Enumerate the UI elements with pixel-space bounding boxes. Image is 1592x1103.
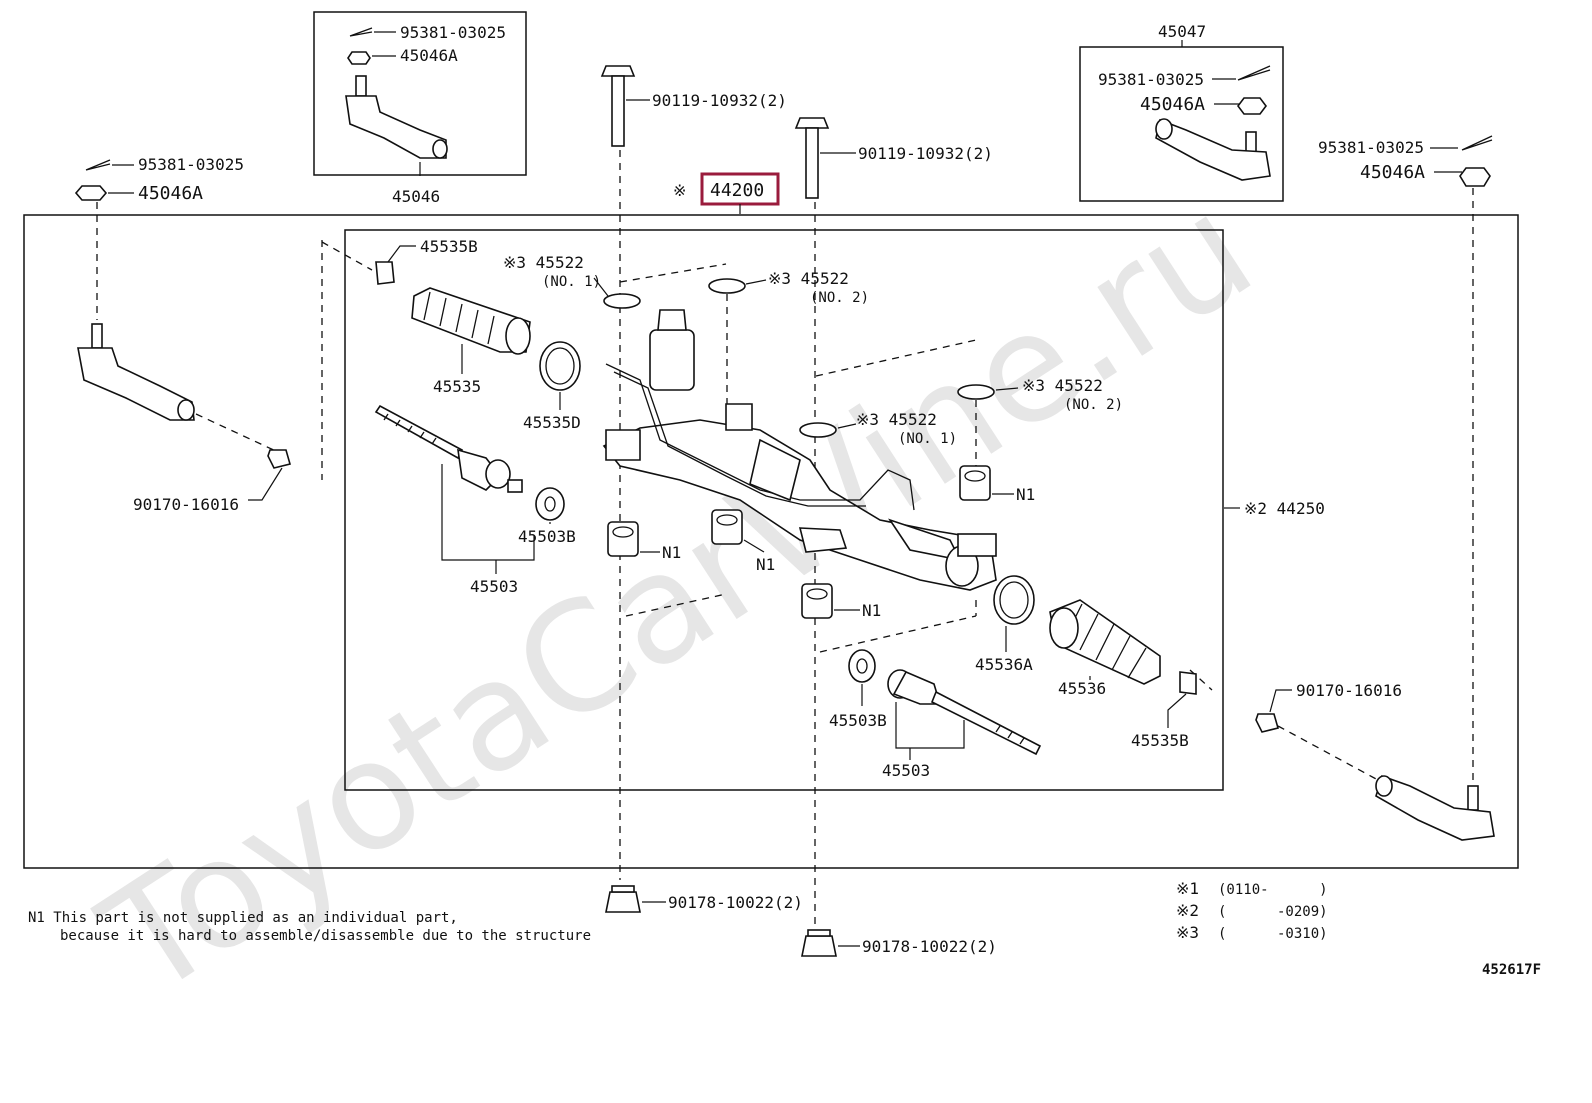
- inner-tie-rod-left-icon: [374, 404, 523, 493]
- label-45535D: 45535D: [523, 413, 581, 432]
- label-45047: 45047: [1158, 22, 1206, 41]
- castle-nut-left-icon: [74, 185, 108, 201]
- bushing-n1-c-icon: [959, 465, 991, 501]
- footnote-line-1: N1 This part is not supplied as an indiv…: [28, 910, 458, 926]
- label-45522-a: ※3 45522: [503, 253, 584, 272]
- label-45046: 45046: [392, 187, 440, 206]
- label-n1-b: N1: [756, 555, 775, 574]
- label-nut-2: 90178-10022(2): [862, 937, 997, 956]
- label-45522-b: ※3 45522: [768, 269, 849, 288]
- bolt-90119-2-icon: [794, 117, 830, 199]
- label-45046A-left: 45046A: [138, 183, 203, 204]
- note-range: ( -0310): [1218, 926, 1328, 942]
- cotter-pin-icon: [349, 27, 373, 37]
- castle-nut-box-right-icon: [1237, 97, 1267, 115]
- note-range: ( -0209): [1218, 904, 1328, 920]
- footnote-line-2: because it is hard to assemble/disassemb…: [60, 928, 591, 944]
- note-range: (0110- ): [1218, 882, 1328, 898]
- label-95381-box-right: 95381-03025: [1098, 70, 1204, 89]
- bolt-90119-1-icon: [600, 65, 636, 147]
- label-45535: 45535: [433, 377, 481, 396]
- diagram-id: 452617F: [1482, 962, 1541, 978]
- label-45503B-right: 45503B: [829, 711, 887, 730]
- cotter-pin-right-icon: [1461, 135, 1493, 151]
- label-45522-d: ※3 45522: [856, 410, 937, 429]
- label-bolt-2: 90119-10932(2): [858, 144, 993, 163]
- label-45522-d-sub: (NO. 1): [898, 431, 957, 447]
- castle-nut-icon: [347, 51, 371, 65]
- nut-90178-2-icon: [801, 929, 837, 957]
- castle-nut-right-icon: [1459, 167, 1491, 187]
- clamp-45535B-right-icon: [1179, 671, 1197, 695]
- label-45522-c-sub: (NO. 2): [1064, 397, 1123, 413]
- tie-rod-end-45047-icon: [1155, 118, 1271, 181]
- label-n1-d: N1: [862, 601, 881, 620]
- highlight-mark: ※: [673, 181, 686, 200]
- highlight-code: 44200: [710, 180, 764, 201]
- bushing-n1-b-icon: [711, 509, 743, 545]
- assembly-frame: [23, 214, 1519, 869]
- steering-rack-housing-icon: [602, 309, 997, 591]
- washer-45522-b-icon: [708, 278, 746, 294]
- label-45536: 45536: [1058, 679, 1106, 698]
- label-90170-right: 90170-16016: [1296, 681, 1402, 700]
- rack-frame: [344, 229, 1224, 791]
- tie-rod-end-left-icon: [77, 323, 195, 421]
- boot-45535-icon: [411, 287, 531, 355]
- boot-45536-icon: [1049, 599, 1161, 685]
- label-95381-left: 95381-03025: [138, 155, 244, 174]
- nut-90170-right-icon: [1255, 713, 1279, 733]
- cotter-pin-box-right-icon: [1237, 65, 1271, 81]
- note-mark: ※2: [1176, 901, 1199, 920]
- washer-45503B-left-icon: [535, 487, 565, 521]
- nut-90170-left-icon: [267, 449, 291, 469]
- cotter-pin-left-icon: [85, 159, 111, 171]
- inner-tie-rod-right-icon: [887, 669, 1042, 756]
- washer-45503B-right-icon: [848, 649, 876, 683]
- washer-45522-d-icon: [799, 422, 837, 438]
- bushing-n1-a-icon: [607, 521, 639, 557]
- label-45522-c: ※3 45522: [1022, 376, 1103, 395]
- label-45503B-left: 45503B: [518, 527, 576, 546]
- label-90170-left: 90170-16016: [133, 495, 239, 514]
- label-45503-left: 45503: [470, 577, 518, 596]
- label-45503-right: 45503: [882, 761, 930, 780]
- label-44250: ※2 44250: [1244, 499, 1325, 518]
- label-bolt-1: 90119-10932(2): [652, 91, 787, 110]
- nut-90178-1-icon: [605, 885, 641, 913]
- label-45536A: 45536A: [975, 655, 1033, 674]
- washer-45522-c-icon: [957, 384, 995, 400]
- applicability-notes: ※1 (0110- ) ※2 ( -0209) ※3 ( -0310): [1176, 879, 1328, 942]
- label-n1-c: N1: [1016, 485, 1035, 504]
- label-95381-box-left: 95381-03025: [400, 23, 506, 42]
- label-45046A-box-left: 45046A: [400, 46, 458, 65]
- label-45046A-right: 45046A: [1360, 162, 1425, 183]
- washer-45522-a-icon: [603, 293, 641, 309]
- band-45536A-icon: [993, 575, 1035, 625]
- label-95381-right: 95381-03025: [1318, 138, 1424, 157]
- band-45535D-icon: [539, 341, 581, 391]
- label-nut-1: 90178-10022(2): [668, 893, 803, 912]
- label-45522-b-sub: (NO. 2): [810, 290, 869, 306]
- label-n1-a: N1: [662, 543, 681, 562]
- clamp-45535B-left-icon: [375, 261, 395, 285]
- label-45535B-right: 45535B: [1131, 731, 1189, 750]
- label-45522-a-sub: (NO. 1): [542, 274, 601, 290]
- bushing-n1-d-icon: [801, 583, 833, 619]
- tie-rod-end-right-icon: [1375, 774, 1495, 841]
- tie-rod-end-45046-icon: [345, 75, 448, 159]
- note-mark: ※3: [1176, 923, 1199, 942]
- label-45046A-box-right: 45046A: [1140, 94, 1205, 115]
- note-mark: ※1: [1176, 879, 1199, 898]
- label-45535B-left: 45535B: [420, 237, 478, 256]
